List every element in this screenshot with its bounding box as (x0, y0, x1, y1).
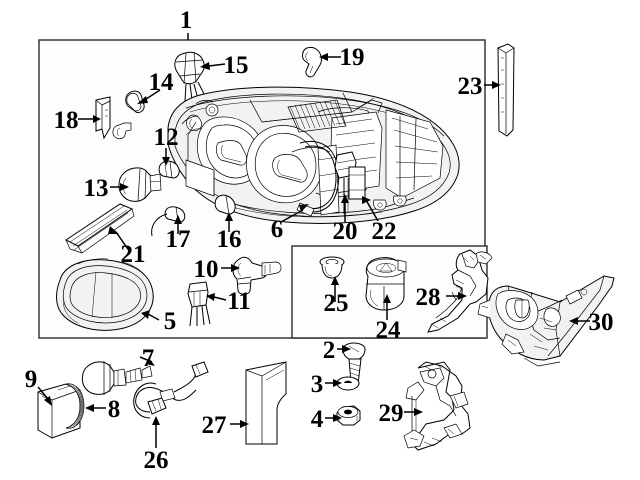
callout-label-15: 15 (224, 52, 249, 79)
callout-15-leader (200, 62, 226, 70)
callout-label-27: 27 (202, 412, 227, 439)
callout-21-leader (108, 226, 131, 253)
part-10-igniter-connector (232, 256, 282, 295)
callout-17-leader (174, 215, 182, 234)
part-15-harness-connector (174, 51, 206, 102)
callout-label-19: 19 (340, 44, 365, 71)
callout-25-leader (331, 276, 339, 302)
part-4-nut (336, 405, 361, 426)
callout-30-leader (569, 317, 590, 325)
callout-labels: 1 2 3 4 5 6 7 8 9 10 11 12 13 14 15 16 1… (25, 7, 614, 474)
callout-29-leader (404, 408, 423, 416)
callout-18-leader (78, 115, 101, 123)
callout-22-leader (362, 196, 379, 222)
callout-label-20: 20 (333, 218, 358, 245)
part-18-mounting-clip (95, 96, 111, 140)
part-5-housing-seal-gasket (56, 258, 154, 331)
part-24-leveling-motor (365, 257, 407, 311)
part-25-grommet (319, 256, 345, 279)
callout-label-5: 5 (164, 308, 177, 335)
callout-19-leader (319, 53, 341, 61)
callout-13-leader (110, 183, 129, 191)
callout-label-11: 11 (227, 288, 251, 315)
callout-label-30: 30 (589, 309, 614, 336)
callout-label-16: 16 (217, 226, 242, 253)
hook-clip-decor (112, 122, 132, 140)
part-27-access-cover-panel (245, 361, 287, 445)
callout-28-leader (446, 292, 467, 300)
callout-27-leader (230, 420, 249, 428)
part-11-wiring-connector (187, 281, 211, 327)
callout-label-3: 3 (311, 371, 324, 398)
part-3-washer (336, 376, 360, 391)
callout-label-2: 2 (323, 337, 336, 364)
callout-7-leader (139, 356, 155, 366)
callout-12-leader (162, 148, 170, 166)
callout-2-leader (337, 345, 351, 353)
callout-9-leader (37, 386, 52, 406)
part-12-bulb (158, 160, 180, 179)
callout-label-9: 9 (25, 366, 38, 393)
callout-label-18: 18 (54, 107, 79, 134)
callout-label-12: 12 (154, 124, 179, 151)
callout-8-leader (85, 404, 106, 412)
callout-label-1: 1 (180, 7, 193, 34)
callout-label-26: 26 (144, 447, 169, 474)
part-30-headlamp-mounting-bracket (477, 275, 615, 367)
callout-11-leader (206, 293, 227, 301)
part-14-bulb-socket (125, 90, 145, 113)
part-19-retainer-clip (302, 46, 322, 78)
callout-label-14: 14 (149, 69, 175, 96)
callout-23-leader (484, 81, 501, 89)
callout-4-leader (325, 414, 342, 422)
callout-label-7: 7 (142, 345, 155, 372)
callout-label-28: 28 (416, 284, 441, 311)
callout-10-leader (221, 264, 240, 272)
part-26-wiring-harness (133, 361, 209, 419)
callout-label-21: 21 (121, 241, 146, 268)
callout-16-leader (225, 212, 233, 232)
callout-label-13: 13 (84, 175, 109, 202)
part-2-screw (342, 342, 366, 389)
part-13-bulb-retainer-cap (118, 167, 162, 202)
part-8-control-module-cover (65, 383, 85, 429)
callout-label-4: 4 (311, 406, 324, 433)
callout-label-24: 24 (376, 317, 402, 344)
part-29-adjuster-bracket-lower (403, 361, 471, 451)
callout-label-29: 29 (379, 400, 404, 427)
callout-24-leader (383, 294, 391, 320)
headlamp-housing-body (167, 86, 460, 225)
callout-label-22: 22 (372, 218, 397, 245)
callout-5-leader (141, 310, 160, 321)
part-21-trim-strip (65, 203, 135, 254)
callout-3-leader (325, 379, 342, 387)
callout-label-8: 8 (108, 396, 121, 423)
callout-label-23: 23 (458, 73, 483, 100)
callout-14-leader (137, 89, 161, 104)
callout-label-6: 6 (271, 216, 284, 243)
callout-26-leader (152, 416, 160, 448)
part-22-ballast-module (348, 166, 366, 200)
callout-20-leader (341, 194, 349, 222)
callout-label-17: 17 (166, 226, 191, 253)
part-9-control-module (37, 383, 81, 439)
callout-label-10: 10 (194, 256, 219, 283)
callout-6-leader (280, 204, 309, 223)
part-16-bulb-socket-small (214, 194, 236, 215)
part-7-bulb-socket-assembly (81, 361, 153, 395)
callout-label-25: 25 (324, 290, 349, 317)
part-23-side-seal-strip (497, 43, 515, 137)
